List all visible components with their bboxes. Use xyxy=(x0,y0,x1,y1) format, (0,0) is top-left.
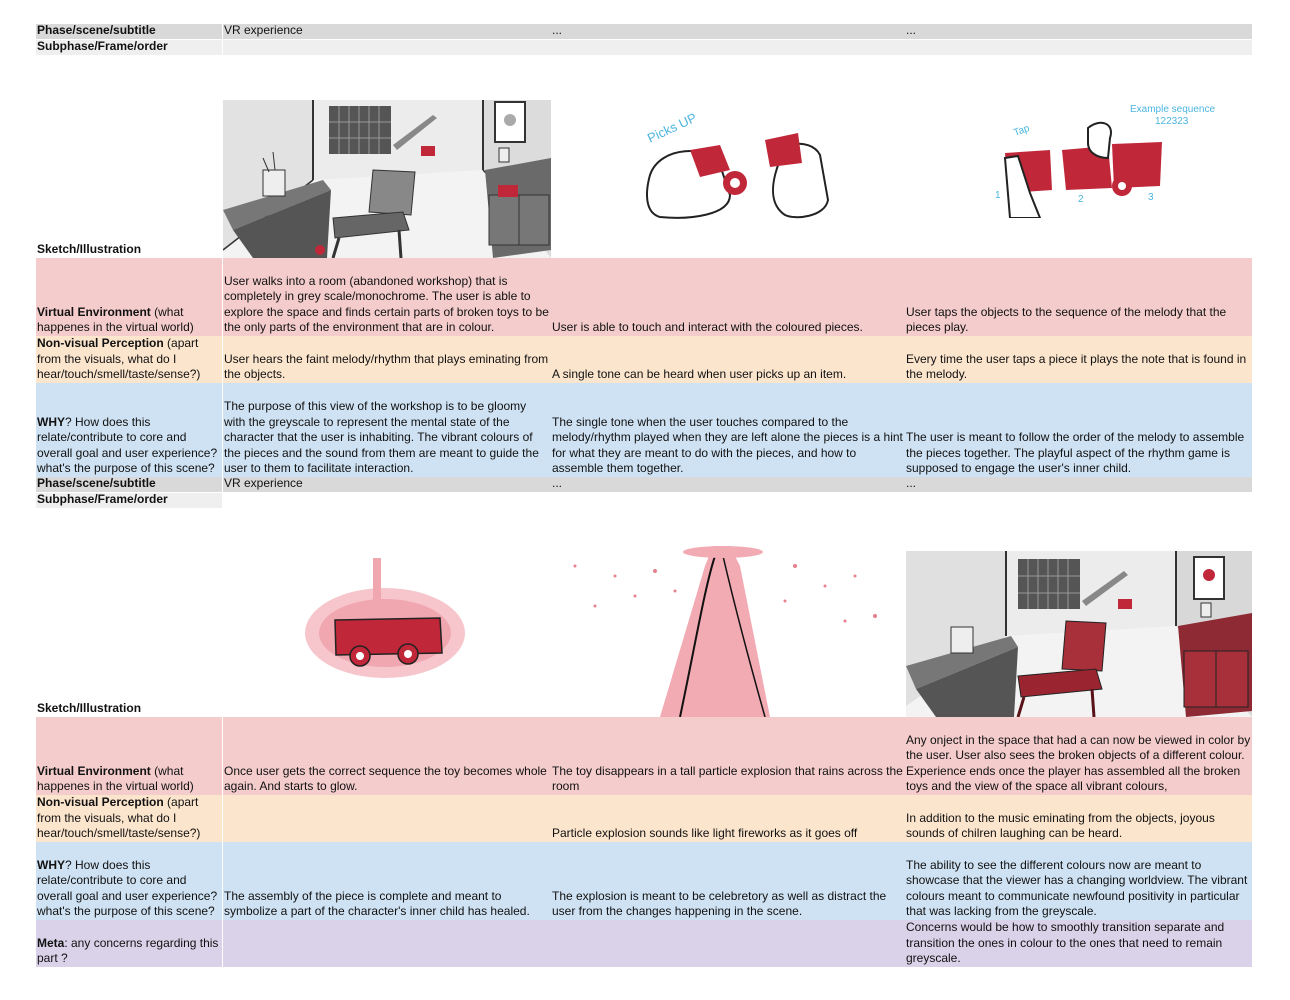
phase-cell-1: VR experience xyxy=(223,477,551,492)
sketch-hands-picking-up: Picks UP xyxy=(620,105,850,225)
section2-ve-row: Virtual Environment (what happenes in th… xyxy=(36,717,1252,795)
nvp-cell-2: A single tone can be heard when user pic… xyxy=(551,336,905,383)
number-3-annotation: 3 xyxy=(1148,192,1154,203)
sketch-label: Sketch/Illustration xyxy=(37,242,142,257)
tap-annotation: Tap xyxy=(1012,123,1031,139)
why-cell-2: The single tone when the user touches co… xyxy=(551,383,905,477)
nvp-cell-3: In addition to the music eminating from … xyxy=(905,795,1252,842)
ve-cell-2: The toy disappears in a tall particle ex… xyxy=(551,717,905,795)
section1-ve-row: Virtual Environment (what happenes in th… xyxy=(36,258,1252,336)
why-cell-3: The ability to see the different colours… xyxy=(905,842,1252,920)
sketch-colour-workshop xyxy=(906,551,1252,717)
phase-cell-2: ... xyxy=(551,477,905,492)
section1-subphase-row: Subphase/Frame/order xyxy=(36,40,1252,55)
nvp-label: Non-visual Perception (apart from the vi… xyxy=(36,336,222,383)
sequence-annotation: 122323 xyxy=(1155,116,1189,127)
subphase-label: Subphase/Frame/order xyxy=(36,493,222,508)
ve-cell-1: Once user gets the correct sequence the … xyxy=(223,717,551,795)
section2-phase-row: Phase/scene/subtitle VR experience ... .… xyxy=(36,477,1252,492)
meta-cell-3: Concerns would be how to smoothly transi… xyxy=(905,920,1252,967)
phase-cell-2: ... xyxy=(551,24,905,39)
nvp-cell-1 xyxy=(223,795,551,842)
phase-cell-3: ... xyxy=(905,477,1252,492)
number-2-annotation: 2 xyxy=(1078,194,1084,205)
subphase-label: Subphase/Frame/order xyxy=(36,40,222,55)
nvp-cell-3: Every time the user taps a piece it play… xyxy=(905,336,1252,383)
nvp-cell-2: Particle explosion sounds like light fir… xyxy=(551,795,905,842)
ve-label: Virtual Environment (what happenes in th… xyxy=(36,258,222,336)
sketch-particle-explosion xyxy=(555,546,903,717)
section1-phase-row: Phase/scene/subtitle VR experience ... .… xyxy=(36,24,1252,39)
nvp-label: Non-visual Perception (apart from the vi… xyxy=(36,795,222,842)
subphase-cell-1 xyxy=(223,40,551,55)
section1-why-row: WHY? How does this relate/contribute to … xyxy=(36,383,1252,477)
sketch-label: Sketch/Illustration xyxy=(37,701,142,716)
subphase-cell-2 xyxy=(551,40,905,55)
ve-cell-3: User taps the objects to the sequence of… xyxy=(905,258,1252,336)
ve-cell-2: User is able to touch and interact with … xyxy=(551,258,905,336)
why-cell-1: The assembly of the piece is complete an… xyxy=(223,842,551,920)
phase-label: Phase/scene/subtitle xyxy=(36,24,222,39)
section1-nvp-row: Non-visual Perception (apart from the vi… xyxy=(36,336,1252,383)
phase-cell-3: ... xyxy=(905,24,1252,39)
nvp-cell-1: User hears the faint melody/rhythm that … xyxy=(223,336,551,383)
ve-cell-3: Any onject in the space that had a can n… xyxy=(905,717,1252,795)
section2-sketch-row: Sketch/Illustration xyxy=(36,509,1252,717)
ve-cell-1: User walks into a room (abandoned worksh… xyxy=(223,258,551,336)
why-cell-3: The user is meant to follow the order of… xyxy=(905,383,1252,477)
sketch-glowing-toy xyxy=(300,558,480,683)
why-label: WHY? How does this relate/contribute to … xyxy=(36,842,222,920)
meta-cell-2 xyxy=(551,920,905,967)
section2-why-row: WHY? How does this relate/contribute to … xyxy=(36,842,1252,920)
sketch-tap-sequence: Example sequence 122323 Tap 1 2 3 xyxy=(990,98,1240,218)
phase-cell-1: VR experience xyxy=(223,24,551,39)
picks-up-annotation: Picks UP xyxy=(645,110,699,146)
section2-nvp-row: Non-visual Perception (apart from the vi… xyxy=(36,795,1252,842)
number-1-annotation: 1 xyxy=(995,190,1001,201)
example-sequence-annotation: Example sequence xyxy=(1130,104,1215,115)
meta-label: Meta: any concerns regarding this part ? xyxy=(36,920,222,967)
why-label: WHY? How does this relate/contribute to … xyxy=(36,383,222,477)
meta-cell-1 xyxy=(223,920,551,967)
why-cell-2: The explosion is meant to be celebretory… xyxy=(551,842,905,920)
section1-sketch-row: Sketch/Illustration xyxy=(36,56,1252,258)
why-cell-1: The purpose of this view of the workshop… xyxy=(223,383,551,477)
section2-meta-row: Meta: any concerns regarding this part ?… xyxy=(36,920,1252,967)
phase-label: Phase/scene/subtitle xyxy=(36,477,222,492)
subphase-cell-3 xyxy=(905,40,1252,55)
section2-subphase-row: Subphase/Frame/order xyxy=(36,493,1252,508)
sketch-greyscale-workshop xyxy=(223,100,551,258)
ve-label: Virtual Environment (what happenes in th… xyxy=(36,717,222,795)
